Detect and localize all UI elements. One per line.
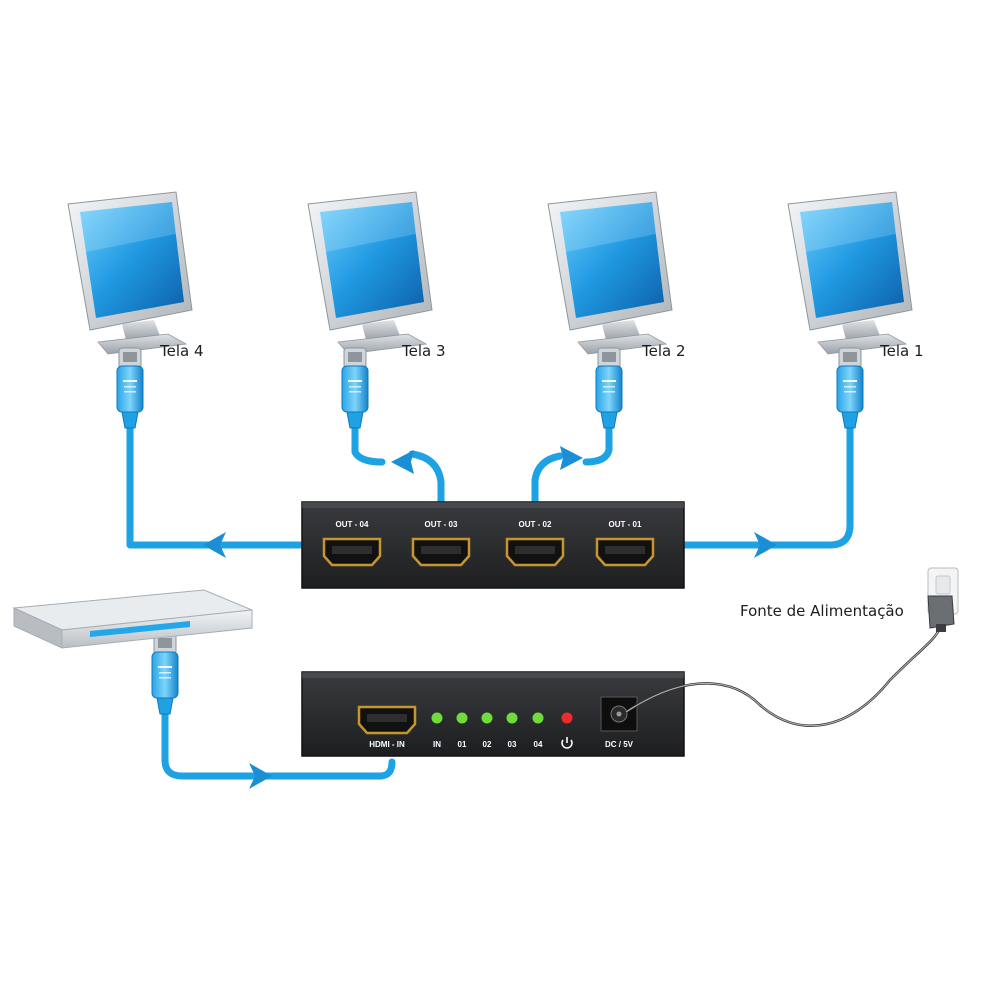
port-label: OUT - 03: [425, 520, 458, 529]
led-label: IN: [433, 740, 441, 749]
hdmi-out-port-03: [411, 537, 471, 567]
monitor-label: Tela 1: [879, 342, 924, 360]
power-cable: [625, 627, 942, 727]
port-label: OUT - 02: [519, 520, 552, 529]
arrow-right-icon: [754, 532, 777, 558]
led-01-indicator: [456, 712, 468, 724]
hdmi-out-port-04: [322, 537, 382, 567]
power-supply-label: Fonte de Alimentação: [740, 602, 904, 620]
led-label: 02: [483, 740, 492, 749]
led-03-indicator: [506, 712, 518, 724]
led-label: 03: [508, 740, 517, 749]
led-04-indicator: [532, 712, 544, 724]
port-label: OUT - 04: [336, 520, 369, 529]
hdmi-out-port-02: [505, 537, 565, 567]
signal-arrows: [203, 446, 777, 789]
hdmi-in-label: HDMI - IN: [369, 740, 405, 749]
monitor-tela-2: Tela 2: [547, 191, 686, 360]
hdmi-plug-icon: [151, 633, 179, 715]
monitor-tela-1: Tela 1: [787, 191, 924, 360]
led-power-indicator: [561, 712, 573, 724]
hdmi-plug-icon: [595, 347, 623, 429]
splitter-back-panel: HDMI - IN IN 01 02 03 04 DC / 5V: [301, 671, 685, 757]
arrow-up-left-icon: [391, 450, 414, 474]
led-02-indicator: [481, 712, 493, 724]
arrow-left-icon: [203, 532, 226, 558]
power-symbol-icon: [561, 737, 573, 749]
led-in-indicator: [431, 712, 443, 724]
hdmi-plug-icon: [116, 347, 144, 429]
hdmi-cables: [126, 418, 854, 780]
power-adapter-icon: [927, 595, 955, 629]
hdmi-plug-icon: [341, 347, 369, 429]
hdmi-out-port-01: [595, 537, 655, 567]
splitter-front-panel: OUT - 04 OUT - 03 OUT - 02 OUT - 01: [301, 501, 685, 589]
dc-label: DC / 5V: [605, 740, 634, 749]
arrow-up-right-icon: [560, 446, 583, 470]
hdmi-plug-icon: [836, 347, 864, 429]
monitor-tela-4: Tela 4: [67, 191, 204, 360]
monitor-label: Tela 4: [159, 342, 204, 360]
port-label: OUT - 01: [609, 520, 642, 529]
source-player: [12, 589, 253, 649]
led-label: 04: [534, 740, 543, 749]
monitor-tela-3: Tela 3: [307, 191, 446, 360]
hdmi-in-port: [357, 705, 417, 735]
monitor-label: Tela 2: [641, 342, 686, 360]
power-supply: Fonte de Alimentação: [740, 567, 959, 632]
led-label: 01: [458, 740, 467, 749]
monitor-label: Tela 3: [401, 342, 446, 360]
arrow-right-icon: [249, 763, 272, 789]
